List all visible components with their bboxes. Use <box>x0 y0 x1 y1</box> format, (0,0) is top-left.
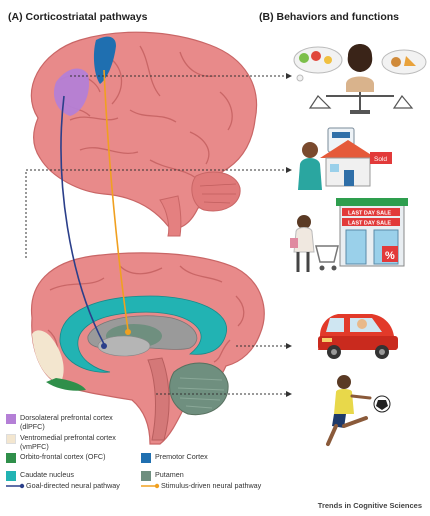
ofc-region <box>46 378 86 391</box>
legend-vmpfc: Ventromedial prefrontal cortex (vmPFC) <box>6 433 124 451</box>
premotor-swatch <box>141 453 151 463</box>
shopping-icon: LAST DAY SALE LAST DAY SALE % <box>290 198 408 272</box>
stimulus-driven-pathway <box>103 69 129 331</box>
caudate-swatch <box>6 471 16 481</box>
legend-goal: Goal-directed neural pathway <box>26 481 120 490</box>
legend-caudate: Caudate nucleus <box>6 470 74 481</box>
house-sold-icon: Sold <box>298 127 392 190</box>
panel-b-title: (B) Behaviors and functions <box>259 11 400 23</box>
vmpfc-swatch <box>6 434 16 444</box>
legend-dlpfc: Dorsolateral prefrontal cortex (dlPFC) <box>6 413 124 431</box>
sold-sign: Sold <box>374 156 387 163</box>
decision-scale-icon <box>293 44 427 114</box>
legend-premotor: Premotor Cortex <box>141 452 208 463</box>
dlpfc-swatch <box>6 414 16 424</box>
ofc-swatch <box>6 453 16 463</box>
goal-directed-pathway <box>60 95 105 345</box>
legend-stimulus: Stimulus-driven neural pathway <box>161 481 262 490</box>
soccer-player-icon <box>326 375 391 446</box>
connector-lines <box>25 75 286 395</box>
sale-sign-2: LAST DAY SALE <box>348 221 391 227</box>
medial-brain <box>30 252 265 445</box>
premotor-region <box>93 36 116 84</box>
journal-credit: Trends in Cognitive Sciences <box>317 501 422 510</box>
sale-sign-1: LAST DAY SALE <box>348 211 391 217</box>
vmpfc-region <box>32 330 64 384</box>
putamen-swatch <box>141 471 151 481</box>
panel-a-title: (A) Corticostriatal pathways <box>8 11 148 23</box>
percent-sign: % <box>385 250 395 262</box>
legend-putamen: Putamen <box>141 470 184 481</box>
legend-ofc: Orbito-frontal cortex (OFC) <box>6 452 124 463</box>
caudate-region <box>59 295 228 373</box>
car-driving-icon <box>318 314 398 359</box>
